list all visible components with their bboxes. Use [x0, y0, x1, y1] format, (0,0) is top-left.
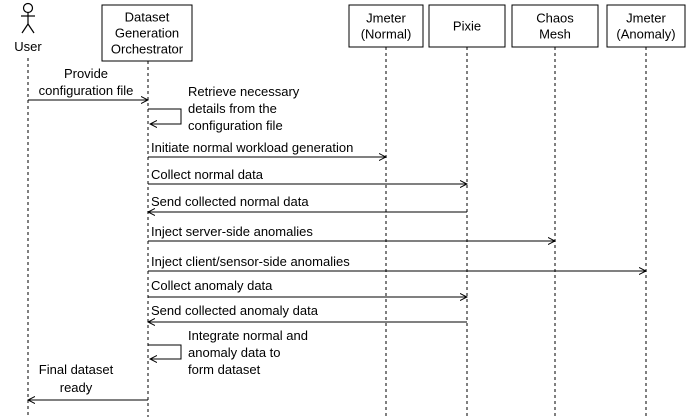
participant-jmeter-anomaly: Jmeter(Anomaly): [606, 4, 686, 48]
participant-box: [428, 4, 506, 48]
participant-jmeter-normal: Jmeter(Normal): [348, 4, 424, 48]
participant-pixie: Pixie: [428, 4, 506, 48]
message-5: Inject server-side anomalies: [148, 224, 555, 241]
self-message-arrow: [148, 344, 182, 359]
participant-label: Jmeter: [626, 11, 666, 26]
message-label: Retrieve necessary: [188, 84, 300, 99]
message-label: details from the: [188, 101, 277, 116]
self-message-arrow: [148, 108, 182, 124]
participant-label: (Anomaly): [616, 27, 675, 42]
participant-label: Jmeter: [366, 11, 406, 26]
message-1: Retrieve necessary details from the config…: [148, 84, 300, 133]
message-label: Initiate normal workload generation: [151, 140, 353, 155]
message-10: Final dataset ready: [28, 362, 148, 400]
participant-label: Mesh: [539, 27, 571, 42]
message-6: Inject client/sensor-side anomalies: [148, 254, 646, 271]
message-label: Send collected normal data: [151, 194, 309, 209]
user-actor-icon: [21, 2, 35, 34]
message-label: Inject server-side anomalies: [151, 224, 313, 239]
message-label: ready: [60, 380, 93, 395]
participant-box: [511, 4, 599, 48]
message-label: form dataset: [188, 362, 261, 377]
participant-label: Chaos: [536, 11, 574, 26]
message-label: anomaly data to: [188, 345, 281, 360]
message-label: Send collected anomaly data: [151, 303, 319, 318]
message-label: Collect anomaly data: [151, 278, 273, 293]
participant-box: [348, 4, 424, 48]
message-label: configuration file: [188, 118, 283, 133]
message-label: Integrate normal and: [188, 328, 308, 343]
participant-label: (Normal): [361, 27, 412, 42]
participant-label: Orchestrator: [111, 42, 184, 57]
participant-box: [606, 4, 686, 48]
message-label: configuration file: [39, 83, 134, 98]
message-4: Send collected normal data: [148, 194, 467, 212]
message-0: Provide configuration file: [28, 66, 148, 100]
message-9: Integrate normal and anomaly data to form …: [148, 328, 308, 377]
message-2: Initiate normal workload generation: [148, 140, 386, 157]
participant-label: Generation: [115, 26, 179, 41]
actor-label: User: [14, 39, 42, 54]
message-7: Collect anomaly data: [148, 278, 467, 297]
message-8: Send collected anomaly data: [148, 303, 467, 322]
message-label: Inject client/sensor-side anomalies: [151, 254, 350, 269]
participant-label: Pixie: [453, 19, 481, 34]
message-label: Provide: [64, 66, 108, 81]
message-3: Collect normal data: [148, 167, 467, 184]
message-label: Final dataset: [39, 362, 114, 377]
participant-box: [101, 4, 193, 62]
participant-label: Dataset: [125, 10, 170, 25]
message-label: Collect normal data: [151, 167, 264, 182]
